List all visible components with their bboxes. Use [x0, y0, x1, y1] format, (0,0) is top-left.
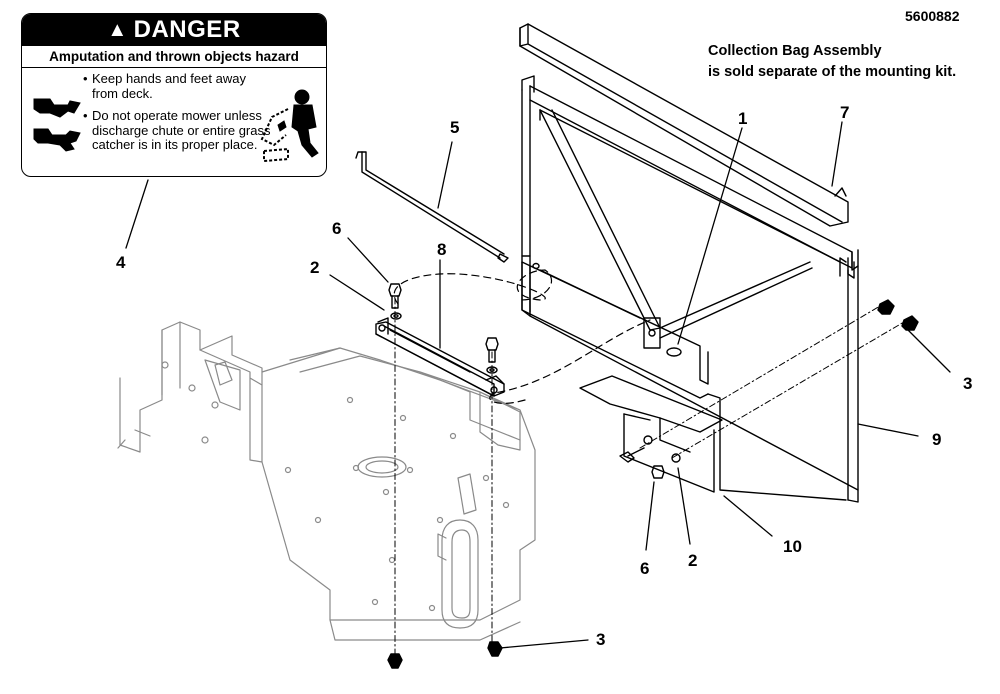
part-9-frame-panel — [521, 75, 859, 503]
danger-triangle-icon: ▲ — [107, 18, 128, 41]
callout-2: 2 — [688, 551, 698, 570]
hand-foot-blade-pictogram — [33, 98, 81, 152]
decal-header-text: DANGER — [133, 16, 241, 43]
part-8-mounting-bracket — [375, 317, 505, 397]
decal-header: ▲ DANGER — [22, 14, 326, 46]
part-2-washers — [390, 312, 498, 374]
assembly-note-line-1: Collection Bag Assembly — [708, 43, 882, 59]
routing-dashed-loop — [393, 269, 651, 404]
decal-bullet-text: Keep hands and feet away from deck. — [92, 71, 246, 101]
decal-body: •Keep hands and feet away from deck. •Do… — [22, 69, 326, 176]
part-5-rod — [355, 151, 509, 263]
part-10-chute-plate — [579, 375, 723, 493]
callout-8: 8 — [437, 240, 447, 259]
decal-subheader: Amputation and thrown objects hazard — [22, 46, 326, 68]
assembly-note: Collection Bag Assembly is sold separate… — [708, 41, 956, 83]
callout-3: 3 — [596, 630, 606, 649]
callout-4: 4 — [116, 253, 126, 272]
document-number: 5600882 — [905, 8, 960, 24]
callout-6: 6 — [640, 559, 650, 578]
callout-2: 2 — [310, 258, 320, 277]
danger-safety-decal: ▲ DANGER Amputation and thrown objects h… — [21, 13, 327, 177]
callout-1: 1 — [738, 109, 748, 128]
callout-9: 9 — [932, 430, 942, 449]
part-7-top-rail — [519, 23, 849, 227]
assembly-centerlines — [394, 297, 905, 655]
callout-7: 7 — [840, 103, 850, 122]
leader-arrowhead — [834, 187, 847, 197]
callout-10: 10 — [783, 537, 802, 556]
callout-3: 3 — [963, 374, 973, 393]
decal-bullet: •Do not operate mower unless discharge c… — [83, 108, 271, 152]
thrown-object-pictogram — [260, 89, 319, 163]
leader-lines — [125, 121, 951, 649]
part-3-nuts — [387, 299, 919, 669]
decal-bullet-text: Do not operate mower unless discharge ch… — [92, 108, 271, 152]
assembly-note-line-2: is sold separate of the mounting kit. — [708, 64, 957, 80]
callout-5: 5 — [450, 118, 460, 137]
decal-bullet: •Keep hands and feet away from deck. — [83, 71, 246, 101]
mower-deck-chassis — [117, 321, 536, 641]
callout-6: 6 — [332, 219, 342, 238]
